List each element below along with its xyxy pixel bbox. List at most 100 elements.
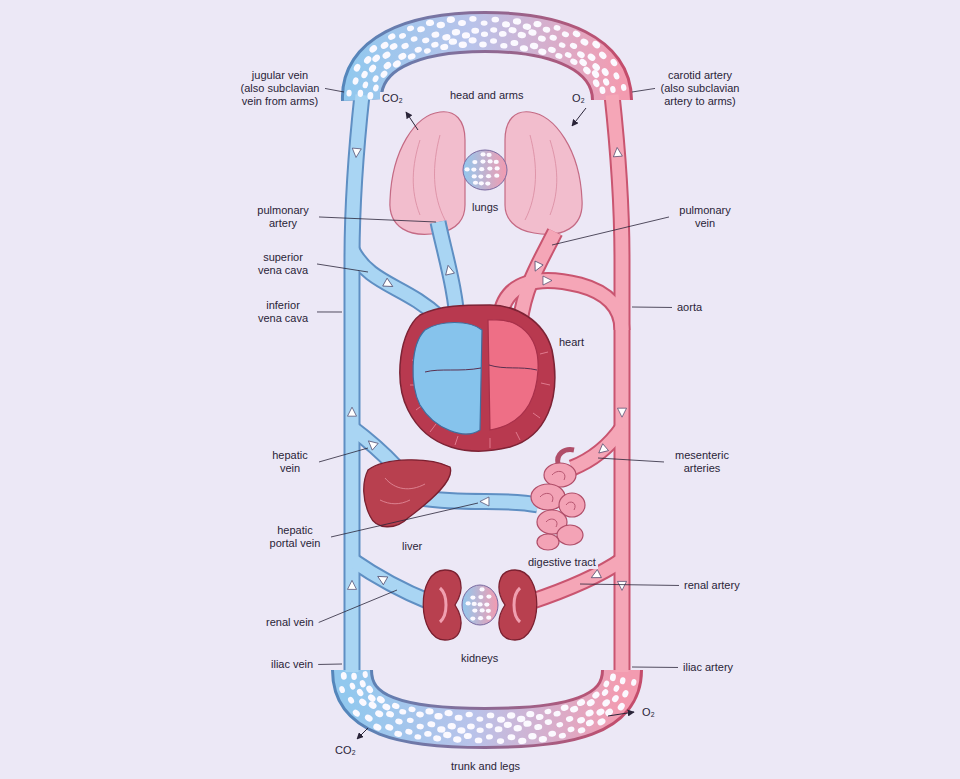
capillary-cell — [363, 55, 373, 65]
capillary-cells — [338, 16, 637, 744]
capillary-cell — [469, 16, 477, 22]
vessel-fills — [352, 32, 622, 728]
capillary-cell — [544, 708, 552, 714]
right-heart-chambers — [413, 323, 482, 434]
vessel-label: renal vein — [264, 616, 316, 629]
capillary-cell — [609, 58, 618, 68]
capillary-cell — [407, 52, 417, 61]
leader-line — [632, 88, 655, 92]
capillary-cell — [464, 733, 472, 739]
capillary-cell — [433, 735, 442, 742]
capillary-cell — [613, 684, 621, 693]
mesenteric-artery-outline — [572, 428, 622, 468]
leader-line — [598, 458, 664, 462]
capillary-cell — [458, 20, 466, 27]
leader-line — [325, 88, 344, 92]
vessel-label: inferior vena cava — [252, 299, 314, 325]
capillary-cell — [480, 152, 485, 156]
gas-label: O₂ — [570, 92, 587, 105]
capillary-cell — [586, 698, 596, 708]
capillary-cell — [513, 18, 522, 25]
capillary-cell — [473, 181, 478, 185]
capillary-cell — [549, 34, 558, 42]
leader-line — [319, 448, 368, 462]
capillary-cell — [384, 723, 394, 732]
capillary-cell — [486, 609, 491, 613]
capillary-cell — [478, 595, 483, 599]
gas-label: CO₂ — [380, 92, 405, 105]
capillary-cell — [436, 21, 445, 28]
capillary-cell — [349, 682, 356, 690]
right-kidney — [499, 570, 537, 640]
capillary-band — [352, 670, 622, 728]
capillary-cell — [405, 728, 413, 735]
gas-arrow — [406, 112, 418, 130]
superior-vena-cava-outline — [352, 250, 440, 318]
capillary-cell — [399, 708, 407, 715]
renal-vein-outline — [352, 560, 430, 602]
leader-line — [331, 503, 478, 537]
flow-arrowhead — [348, 580, 357, 589]
capillary-cell — [421, 37, 429, 44]
region-label: head and arms — [448, 89, 525, 102]
capillary-cell — [479, 167, 484, 171]
capillary-cell — [472, 602, 477, 606]
capillary-cell — [537, 35, 546, 43]
capillary-cell — [352, 77, 359, 86]
capillary-cell — [602, 680, 610, 689]
capillary-cell — [353, 63, 362, 73]
flow-arrowhead — [618, 581, 627, 590]
capillary-cell — [358, 697, 368, 707]
capillary-cell — [485, 181, 490, 185]
capillary-cell — [392, 59, 403, 69]
capillary-cell — [394, 730, 403, 738]
capillary-cell — [513, 725, 522, 732]
capillary-cell — [613, 72, 621, 81]
capillary-cell — [486, 594, 491, 598]
vessel-outlines — [352, 32, 622, 728]
capillary-cell — [465, 167, 470, 171]
capillary-cell — [544, 719, 552, 726]
capillary-cell — [490, 27, 497, 33]
flow-arrowhead — [352, 148, 362, 158]
liver — [364, 460, 451, 527]
capillary-cell — [510, 40, 518, 47]
capillary-cell — [444, 710, 453, 717]
capillary-cell — [595, 707, 605, 717]
capillary-cell — [522, 23, 531, 30]
capillary-cell — [592, 78, 601, 88]
capillary-cell — [367, 92, 373, 100]
capillary-cell — [467, 723, 475, 729]
capillary-cell — [479, 42, 487, 48]
capillary-cell — [468, 37, 476, 43]
capillary-cell — [406, 717, 414, 723]
capillary-cell — [477, 727, 484, 733]
organ-label: kidneys — [459, 652, 500, 665]
capillary-cell — [351, 672, 357, 680]
capillary-cell — [555, 52, 564, 60]
capillary-cell — [414, 734, 422, 740]
capillary-cell — [631, 679, 637, 687]
capillary-cell — [360, 70, 369, 79]
capillary-cell — [401, 42, 410, 50]
capillary-cell — [427, 721, 436, 728]
vessel-label: jugular vein (also subclavian vein from … — [238, 69, 322, 108]
capillary-cell — [425, 19, 434, 27]
capillary-cell — [547, 46, 556, 54]
capillary-cell — [367, 693, 377, 703]
capillary-cell — [347, 696, 355, 705]
capillary-cell — [359, 679, 367, 688]
capillary-cell — [576, 698, 586, 707]
leader-line — [580, 584, 679, 585]
vessel-label: iliac artery — [681, 661, 735, 674]
capillary-cell — [389, 42, 399, 51]
flow-arrowhead — [613, 147, 623, 157]
leader-line — [319, 590, 397, 622]
capillary-cell — [340, 672, 347, 680]
capillary-cell — [486, 153, 491, 157]
capillary-cell — [446, 16, 455, 23]
capillary-cell — [417, 25, 426, 33]
capillary-band-outline — [352, 670, 622, 728]
kidney-capillary-bed — [462, 585, 498, 625]
capillary-cell — [453, 736, 462, 743]
